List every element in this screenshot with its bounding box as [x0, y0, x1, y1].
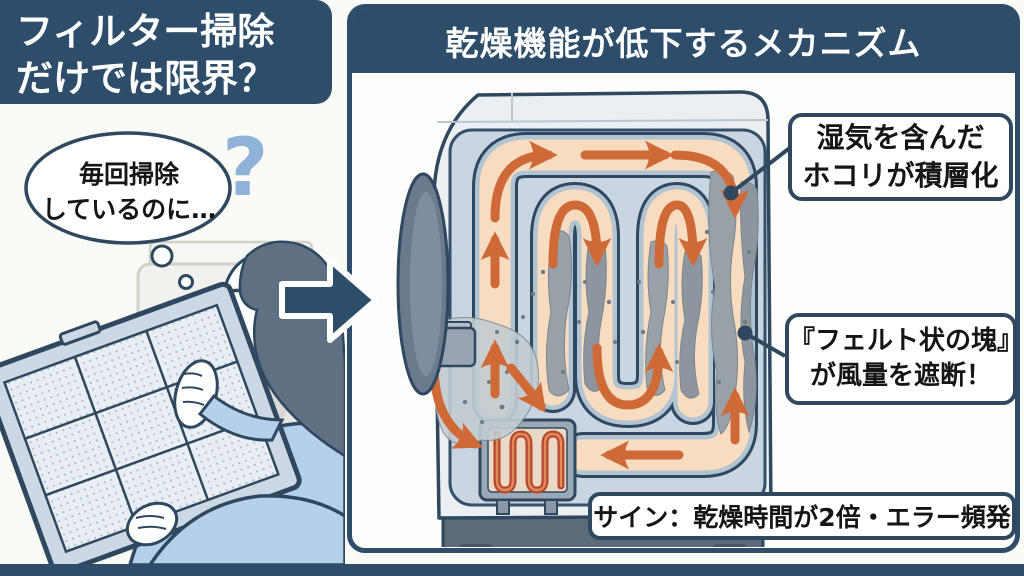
person-arm: [147, 494, 345, 565]
callout-felt-blockage: 『フェルト状の塊』 が風量を遮断！: [785, 313, 1024, 405]
callout-dust-accumulation: 湿気を含んだ ホコリが積層化: [788, 113, 1013, 201]
left-title-line1: フィルター掃除: [16, 10, 275, 53]
bubble-line1: 毎回掃除: [78, 160, 179, 189]
washing-machine-cutaway-diagram: [396, 90, 793, 547]
callout-dust-line2: ホコリが積層化: [802, 159, 999, 192]
callout-felt-line2: が風量を遮断！: [809, 361, 992, 391]
thought-bubble-text: 毎回掃除 しているのに…: [30, 157, 228, 227]
thought-bubble-icon: [24, 131, 232, 290]
right-title-text: 乾燥機能が低下するメカニズム: [445, 24, 922, 63]
bottom-border-bar: [0, 564, 1024, 576]
person-hands: [125, 359, 219, 547]
bubble-line2: しているのに…: [41, 195, 217, 224]
person-forearm: [197, 393, 285, 442]
person-with-filter-illustration: [0, 131, 345, 565]
callout-dust-line1: 湿気を含んだ: [816, 121, 985, 155]
footer-sign-banner: サイン：乾燥時間が2倍・エラー頻発: [588, 492, 1016, 540]
left-title-line2: だけでは限界？: [16, 57, 275, 101]
right-panel-title: 乾燥機能が低下するメカニズム: [352, 9, 1015, 73]
door-bulge: [396, 172, 450, 396]
footer-banner-text: サイン：乾燥時間が2倍・エラー頻発: [593, 503, 1011, 532]
callout-leader-dot: [723, 145, 793, 358]
callout-felt-line1: 『フェルト状の塊』: [789, 325, 1024, 356]
question-mark-icon: ?: [222, 121, 269, 214]
left-panel-title: フィルター掃除 だけでは限界？: [0, 0, 332, 104]
transition-arrow-icon: [279, 257, 379, 343]
heater-unit: [478, 418, 577, 515]
